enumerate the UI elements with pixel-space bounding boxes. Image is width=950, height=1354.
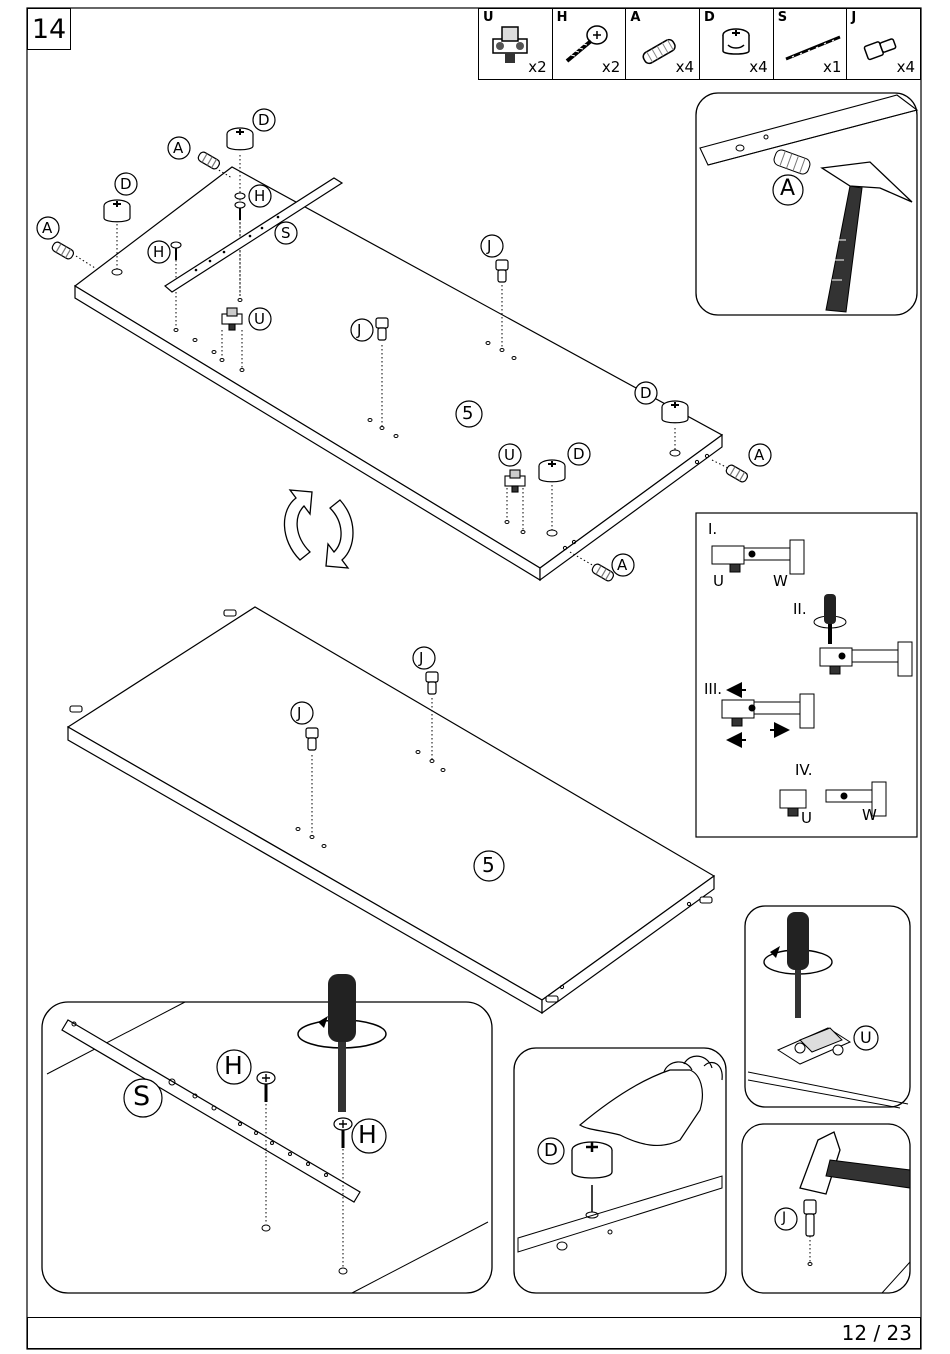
hinge-step-4-label: IV. xyxy=(795,761,813,779)
top-panel xyxy=(75,167,722,580)
cam-push-inset xyxy=(514,1048,726,1293)
callout-u: U xyxy=(860,1028,872,1047)
hinge-label-w: W xyxy=(773,572,788,590)
callout-a: A xyxy=(42,219,52,237)
bottom-panel xyxy=(68,607,714,1013)
callout-j: J xyxy=(487,237,491,255)
hinge-step-3-label: III. xyxy=(704,680,722,698)
callout-j: J xyxy=(357,321,361,339)
callout-h: H xyxy=(358,1120,377,1149)
callout-s: S xyxy=(133,1081,150,1112)
callout-d: D xyxy=(573,445,585,463)
callout-a: A xyxy=(617,556,627,574)
panel-number: 5 xyxy=(482,853,495,877)
callout-u: U xyxy=(254,310,265,328)
flip-arrows-icon xyxy=(284,490,353,568)
hinge-step-2-label: II. xyxy=(793,600,807,618)
callout-u: U xyxy=(504,446,515,464)
callout-d: D xyxy=(544,1140,558,1161)
callout-j: J xyxy=(297,704,301,722)
rail-screw-inset xyxy=(42,974,492,1293)
hammer-dowel-inset xyxy=(696,93,917,315)
callout-h: H xyxy=(153,243,164,261)
callout-d: D xyxy=(120,175,132,193)
callout-j: J xyxy=(419,649,423,667)
page-number: 12 / 23 xyxy=(842,1321,912,1345)
callout-j: J xyxy=(782,1210,786,1226)
hinge-label-w: W xyxy=(862,806,877,824)
callout-d: D xyxy=(640,384,652,402)
panel-number: 5 xyxy=(462,403,473,424)
hammer-pin-inset xyxy=(742,1124,910,1293)
callout-a: A xyxy=(173,139,183,157)
screwdriver-hinge-inset xyxy=(745,906,910,1108)
callout-d: D xyxy=(258,111,270,129)
page-footer: 12 / 23 xyxy=(27,1317,921,1349)
callout-s: S xyxy=(281,224,291,242)
callout-h: H xyxy=(254,187,265,205)
hinge-label-u: U xyxy=(713,572,724,590)
hinge-label-u: U xyxy=(801,809,812,827)
callout-a: A xyxy=(780,176,795,201)
callout-h: H xyxy=(224,1051,243,1080)
callout-a: A xyxy=(754,446,764,464)
hinge-steps-inset xyxy=(696,513,917,837)
hinge-step-1-label: I. xyxy=(708,520,717,538)
